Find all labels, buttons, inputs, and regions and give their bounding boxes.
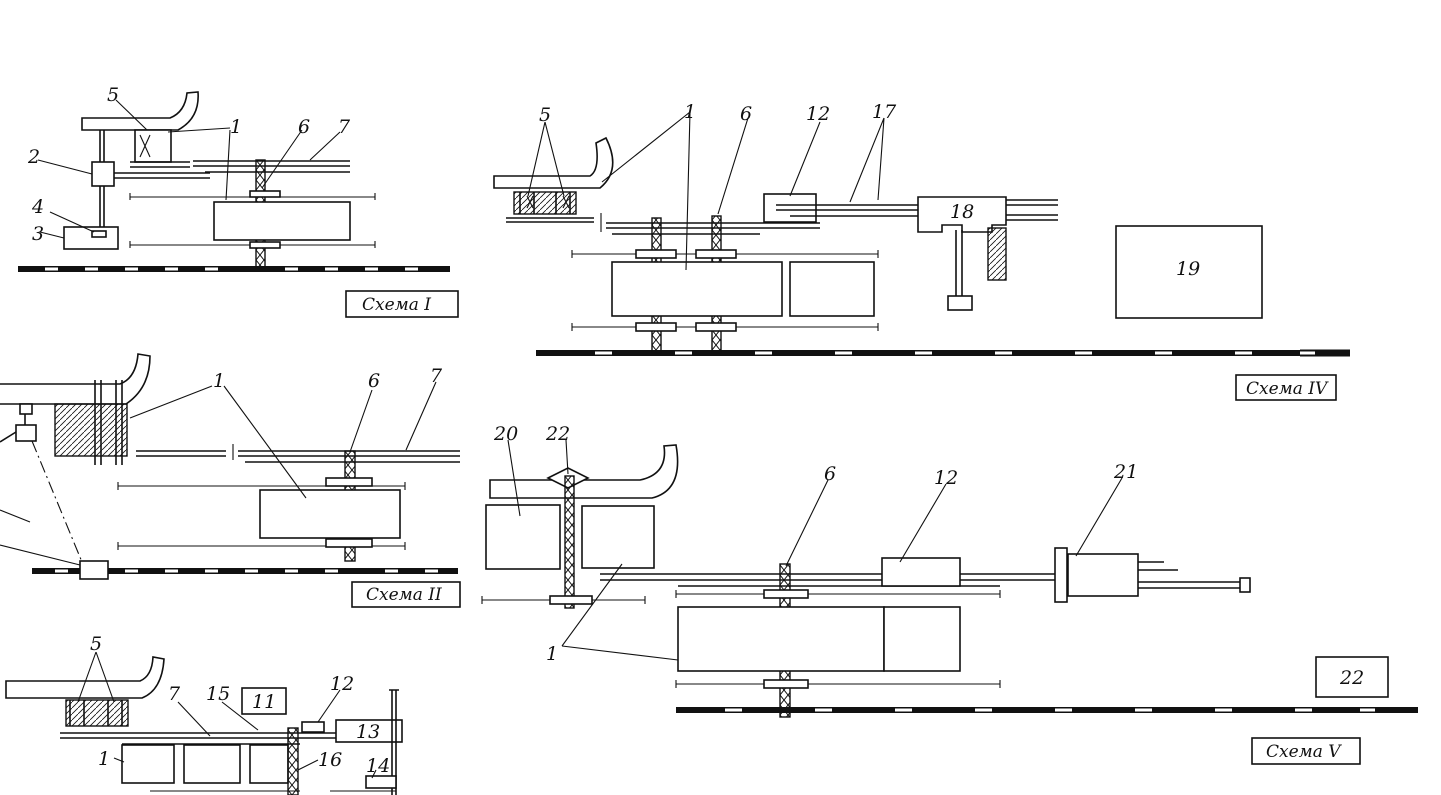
scheme-5-building-a	[677, 606, 885, 672]
scheme-5-gantry-22	[564, 475, 575, 609]
scheme-5: 20 22 6 12 21 1 22 Схема V	[481, 423, 1418, 765]
scheme-3-box-1b	[183, 744, 241, 784]
scheme-3-box-13	[335, 719, 403, 743]
scheme-3-label-5: 5	[90, 633, 102, 655]
scheme-5-box-20	[485, 504, 561, 570]
scheme-2-label-7: 7	[430, 365, 443, 387]
scheme-3-tower	[287, 727, 299, 795]
scheme-4-label-6: 6	[740, 103, 752, 125]
scheme-1-hoist-block	[134, 129, 172, 163]
scheme-5-building-b	[883, 606, 961, 672]
scheme-5-label-20: 20	[493, 423, 518, 445]
scheme-3-label-16: 16	[318, 749, 342, 771]
scheme-5-label-1: 1	[546, 643, 558, 665]
scheme-2-ground-unit	[79, 560, 109, 580]
scheme-3-box-1c	[249, 744, 289, 784]
scheme-5-box-12	[881, 557, 961, 587]
scheme-3-box-12	[301, 721, 325, 733]
scheme-5-box-1-top	[581, 505, 655, 569]
scheme-1-label-1: 1	[230, 116, 242, 138]
scheme-5-label-6: 6	[824, 463, 836, 485]
scheme-2-caption-box	[351, 581, 461, 608]
scheme-5-caption: Схема V	[1266, 742, 1342, 762]
scheme-3-label-15: 15	[206, 683, 230, 705]
scheme-5-caption-box	[1251, 737, 1361, 765]
scheme-3-hoist-blocks	[65, 699, 129, 727]
scheme-3-label-13: 13	[356, 721, 380, 743]
scheme-2-hoist-assembly	[54, 403, 128, 457]
scheme-3-label-1: 1	[98, 748, 110, 770]
scheme-3: 5 7 15 11 12 13 16 14 1	[5, 633, 403, 795]
scheme-4-label-1: 1	[684, 101, 696, 123]
scheme-3-label-14: 14	[366, 755, 390, 777]
scheme-2-label-1: 1	[213, 370, 225, 392]
scheme-5-box-22	[1315, 656, 1389, 698]
scheme-4-label-17: 17	[872, 101, 897, 123]
scheme-3-box-11	[241, 687, 287, 715]
scheme-1-crane-boom	[81, 91, 199, 131]
scheme-2: 1 6 7 Схема II	[0, 353, 461, 608]
scheme-1-label-7: 7	[338, 116, 351, 138]
scheme-2-caption: Схема II	[366, 585, 442, 605]
scheme-1-caption-box	[345, 290, 459, 318]
scheme-4-caption-box	[1235, 374, 1337, 401]
scheme-2-crane-boom	[0, 353, 151, 405]
scheme-5-label-22: 22	[545, 423, 570, 445]
scheme-1-unit-4	[91, 230, 107, 238]
scheme-4-label-19: 19	[1176, 258, 1200, 280]
scheme-3-label-11: 11	[252, 691, 276, 713]
scheme-5-unit-21	[1067, 553, 1139, 597]
scheme-3-label-7: 7	[168, 683, 181, 705]
scheme-4-building-b	[789, 261, 875, 317]
scheme-1-label-2: 2	[27, 146, 40, 168]
scheme-5-label-box-22: 22	[1339, 667, 1364, 689]
scheme-4-crane-boom	[493, 136, 614, 189]
scheme-5-label-21: 21	[1113, 461, 1138, 483]
scheme-3-label-12: 12	[330, 673, 354, 695]
scheme-4-label-12: 12	[806, 103, 830, 125]
scheme-5-crane-boom	[489, 444, 679, 499]
scheme-2-building	[259, 489, 401, 539]
scheme-4-building-a	[611, 261, 783, 317]
scheme-1: 5 2 4 3 1 6 7 Схема I	[18, 84, 459, 318]
scheme-4-hoist-blocks	[513, 191, 577, 215]
scheme-4-caption: Схема IV	[1246, 379, 1329, 399]
scheme-1-label-3: 3	[32, 223, 44, 245]
scheme-4-label-18: 18	[950, 201, 974, 223]
scheme-3-crane-boom	[5, 656, 165, 699]
scheme-3-box-1a	[121, 744, 175, 784]
scheme-1-label-4: 4	[31, 196, 44, 218]
scheme-1-label-5: 5	[107, 84, 119, 106]
scheme-4-box-19	[1115, 225, 1263, 319]
scheme-1-unit-2	[91, 161, 115, 187]
scheme-4-label-5: 5	[539, 104, 551, 126]
scheme-4-box-12	[763, 193, 817, 223]
scheme-4: 5 1 6 12 17 18 19 Схема IV	[493, 101, 1350, 401]
scheme-5-label-12: 12	[934, 467, 958, 489]
scheme-3-box-14	[365, 775, 397, 789]
scheme-1-label-6: 6	[298, 116, 310, 138]
scheme-1-building	[213, 201, 351, 241]
scheme-1-caption: Схема I	[362, 295, 431, 315]
scheme-2-label-6: 6	[368, 370, 380, 392]
